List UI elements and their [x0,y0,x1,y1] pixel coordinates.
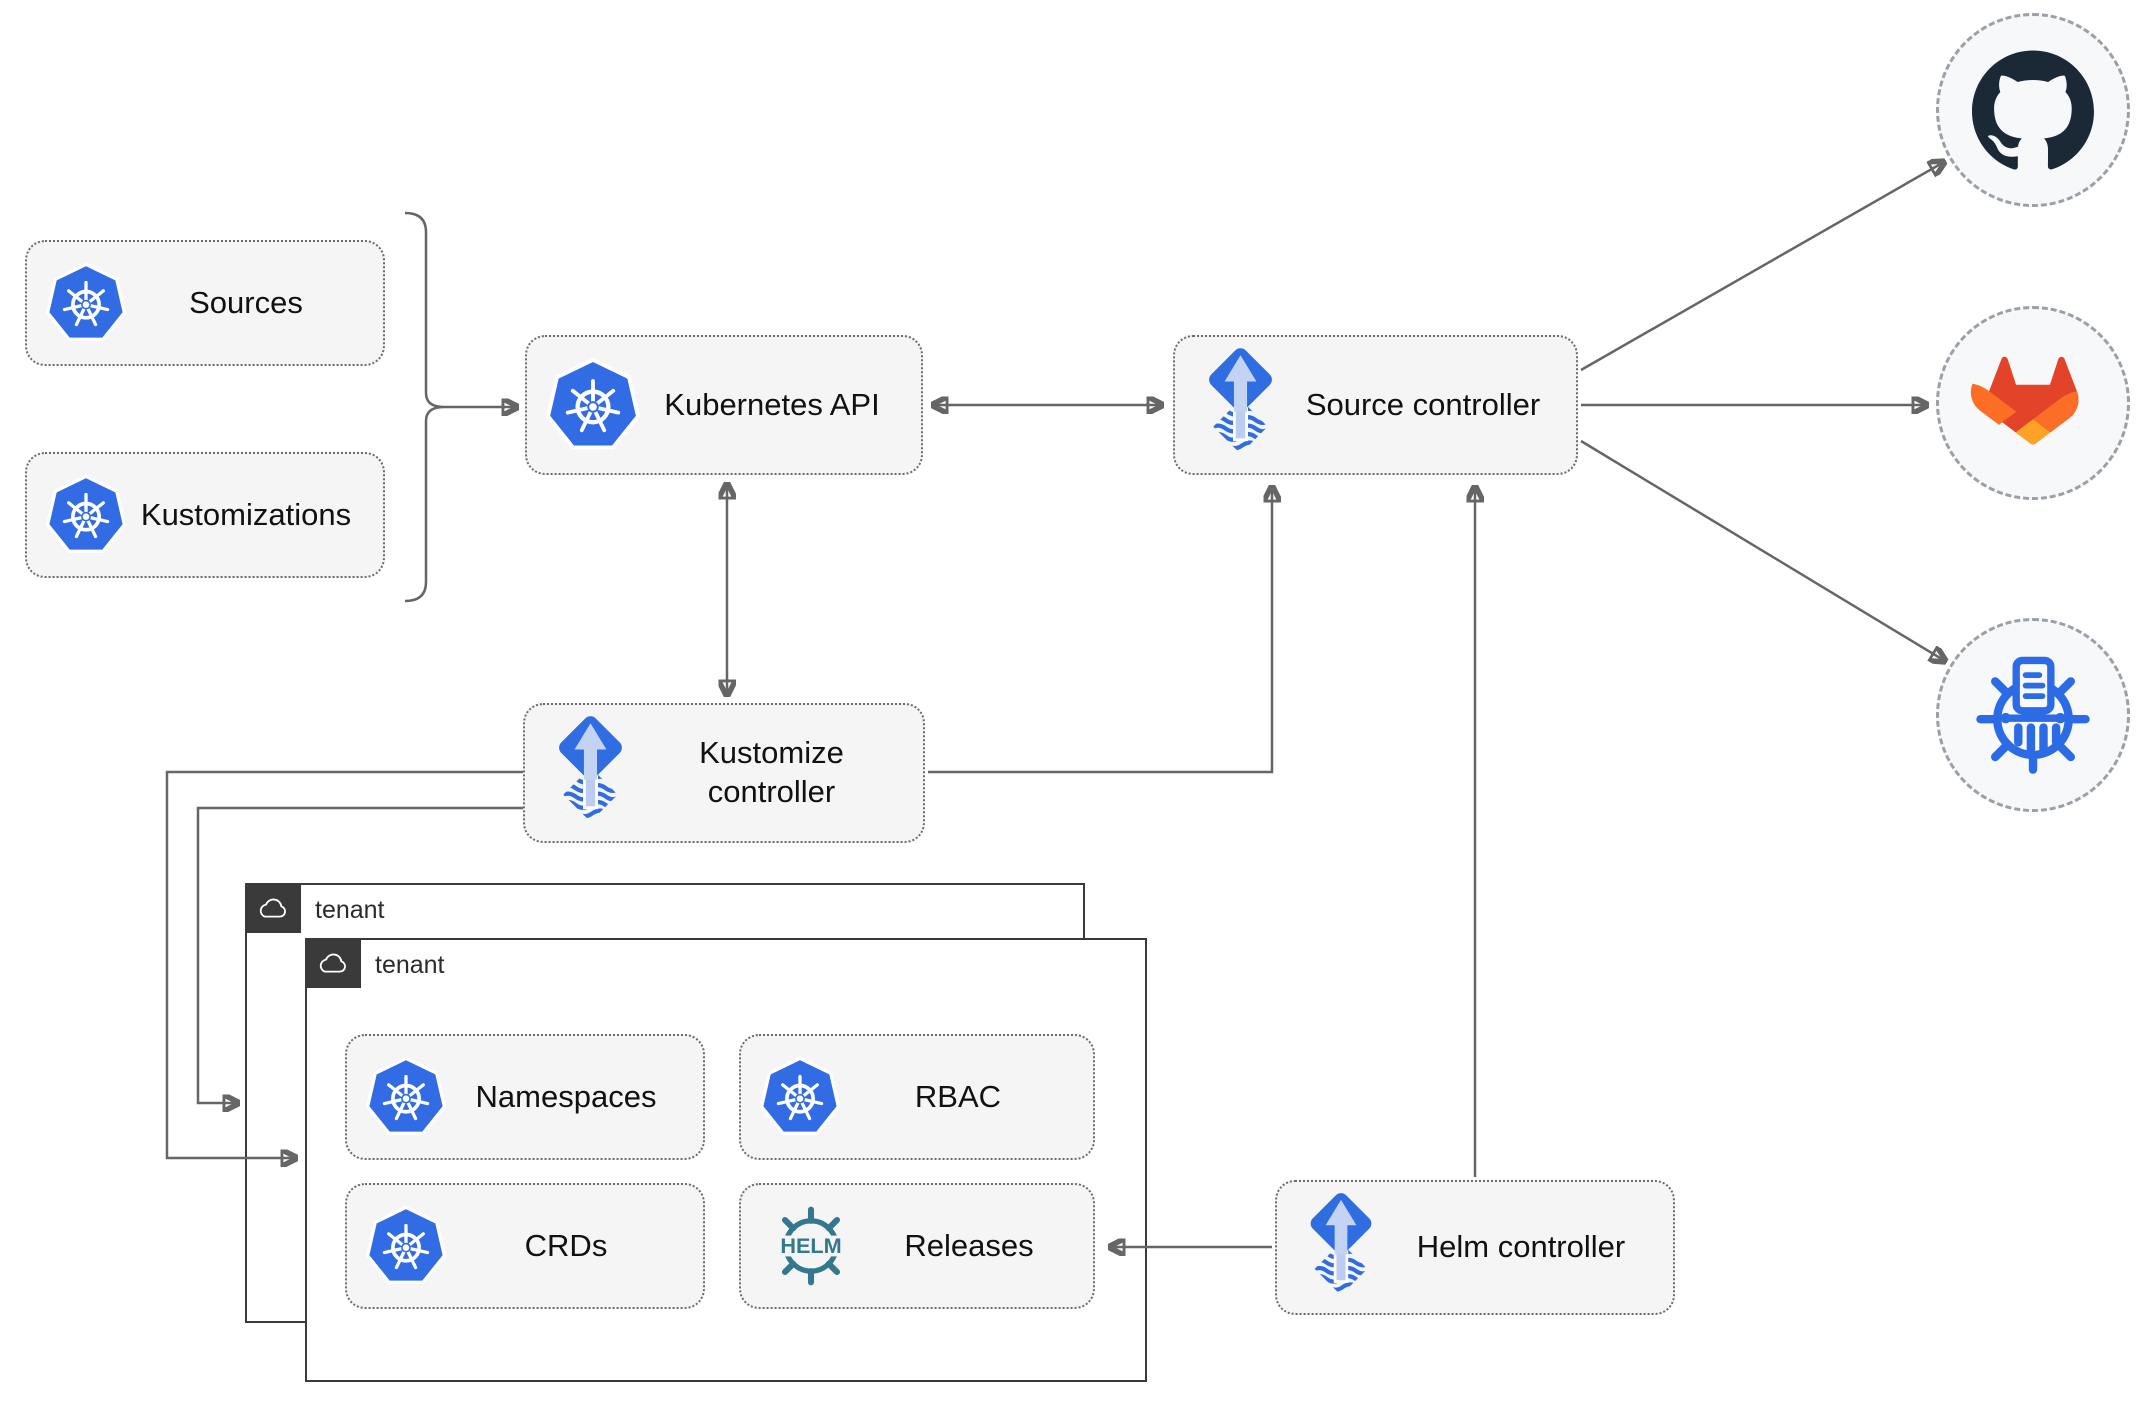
node-label: RBAC [914,1078,1002,1114]
node-releases: HELM Releases [739,1183,1095,1309]
node-label: Releases [904,1227,1034,1263]
kubernetes-icon [546,357,640,450]
github-repository [1936,13,2130,207]
flux-icon [1310,1192,1372,1292]
node-label: Kustomize controller [699,735,844,809]
kubernetes-icon [45,474,127,553]
node-sources: Sources [25,240,385,366]
helm-chart-repository [1936,618,2130,812]
arrow-source-to-github [1580,162,1944,372]
node-kustomizations: Kustomizations [25,452,385,578]
kubernetes-icon [45,262,127,341]
arrow-kustomize-to-tenant-back [196,806,523,1103]
tenant-tab [244,882,301,933]
helm-icon: HELM [778,1206,844,1286]
tenant-label: tenant [315,896,385,924]
flux-icon [1209,348,1272,451]
node-label: Kustomizations [140,496,352,532]
node-crds: CRDs [345,1183,705,1309]
node-label: Kubernetes API [664,386,880,422]
cloud-icon [319,953,346,973]
group-brace [404,211,446,603]
arrow-source-to-helm-repository [1580,439,1945,661]
helm-icon-text: HELM [780,1233,841,1258]
arrow-kustomize-to-source-controller [928,487,1272,774]
node-source-controller: Source controller [1173,335,1578,475]
kubernetes-icon [759,1056,841,1135]
kubernetes-icon [365,1205,447,1284]
flux-icon [559,716,622,819]
node-rbac: RBAC [739,1034,1095,1160]
helm-repository-icon [1976,656,2090,774]
kubernetes-icon [365,1056,447,1135]
tenant-label: tenant [375,951,445,979]
node-kustomize-controller: Kustomize controller [523,703,925,843]
cloud-icon [259,898,286,918]
node-kubernetes-api: Kubernetes API [525,335,923,475]
node-label: Sources [189,284,303,320]
github-icon [1972,50,2094,170]
node-label: Helm controller [1416,1229,1626,1265]
node-namespaces: Namespaces [345,1034,705,1160]
node-label: Namespaces [475,1078,657,1114]
gitlab-repository [1936,306,2130,500]
gitlab-icon [1970,356,2079,445]
tenant-tab [304,937,361,988]
node-label: Source controller [1305,386,1541,422]
arrow-kustomize-to-tenant-front [165,770,523,1158]
node-helm-controller: Helm controller [1275,1180,1675,1315]
node-label: CRDs [524,1227,608,1263]
